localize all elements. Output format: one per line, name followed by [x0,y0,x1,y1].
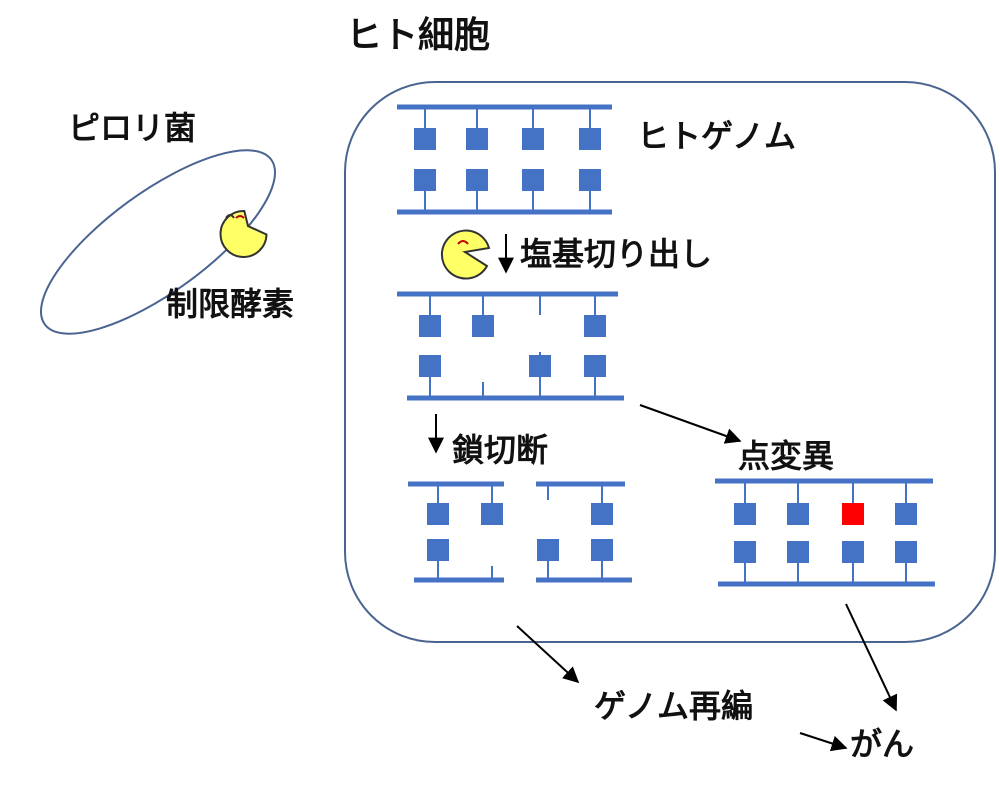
cancer-label: がん [850,725,915,763]
dna-strand-bottom [397,209,612,215]
base [734,541,756,563]
arrow-to-genome-rearrangement [516,625,580,684]
base [427,539,449,561]
base [537,539,559,561]
genome-label: ヒトゲノム [637,117,797,155]
cell-boundary [344,81,996,643]
base [591,503,613,525]
mutated-base [842,503,864,525]
bacteria-label: ピロリ菌 [68,109,197,147]
base [481,503,503,525]
dna-strand-bottom [407,395,624,401]
base [419,355,441,377]
dna-strand-top [715,478,933,484]
strand-break-label: 鎖切断 [452,431,549,469]
base [419,315,441,337]
base [584,315,606,337]
enzyme-pacman-icon [440,229,491,280]
base [584,355,606,377]
arrow-rearrangement-to-cancer [799,732,848,752]
base [591,539,613,561]
base-excision-label: 塩基切り出し [520,235,713,273]
base [734,503,756,525]
point-mutation-label: 点変異 [738,437,835,475]
base [472,315,494,337]
genome-rearrangement-label: ゲノム再編 [594,687,754,725]
arrow-mutation-to-cancer [845,603,898,712]
base [895,503,917,525]
bacterium-outline [39,149,277,335]
enzyme-label: 制限酵素 [166,285,295,323]
base [529,355,551,377]
dna-strand-bottom [414,577,504,583]
base [842,541,864,563]
base [579,169,601,191]
dna-strand-top [397,291,618,297]
base [787,503,809,525]
dna-strand-bottom [536,577,632,583]
base [522,128,544,150]
dna-strand-top [397,104,612,110]
dna-strand-top [536,481,625,487]
dna-strand-bottom [718,581,935,587]
base [414,169,436,191]
base [414,128,436,150]
arrow-to-point-mutation [639,404,742,444]
base [522,169,544,191]
cell-label: ヒト細胞 [346,15,491,56]
dna-strand-top [408,481,504,487]
enzyme-icon [219,209,268,258]
base [895,541,917,563]
base [579,128,601,150]
base [787,541,809,563]
dna-diagrams [397,104,935,587]
base [466,128,488,150]
base [427,503,449,525]
base [466,169,488,191]
